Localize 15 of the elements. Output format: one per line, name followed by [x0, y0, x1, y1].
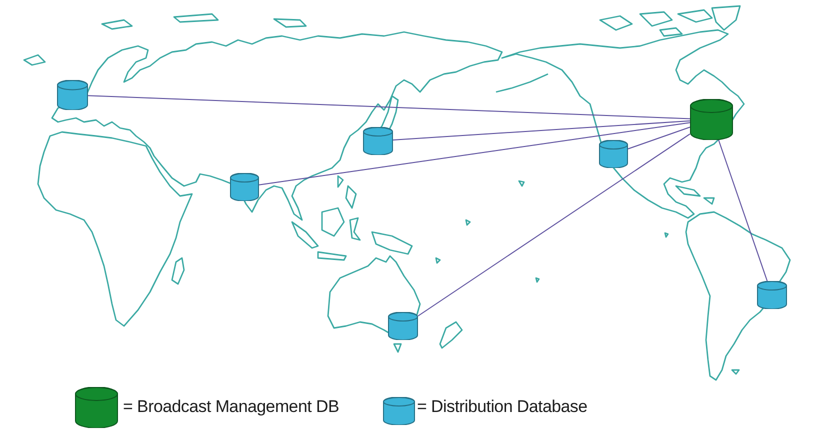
database-cylinder [690, 99, 733, 140]
database-cylinder [57, 80, 88, 110]
database-cylinder [230, 173, 259, 201]
database-cylinder [757, 281, 787, 309]
database-cylinder [388, 312, 418, 340]
connection-line [418, 133, 690, 316]
legend-label: = Distribution Database [417, 397, 588, 417]
database-cylinder [363, 127, 393, 155]
connection-line [392, 120, 690, 140]
connection-line [628, 126, 690, 150]
connection-line [258, 122, 690, 186]
connection-line [718, 140, 768, 282]
database-cylinder [599, 140, 628, 168]
legend-label: = Broadcast Management DB [123, 397, 339, 417]
connection-line [88, 95, 690, 120]
